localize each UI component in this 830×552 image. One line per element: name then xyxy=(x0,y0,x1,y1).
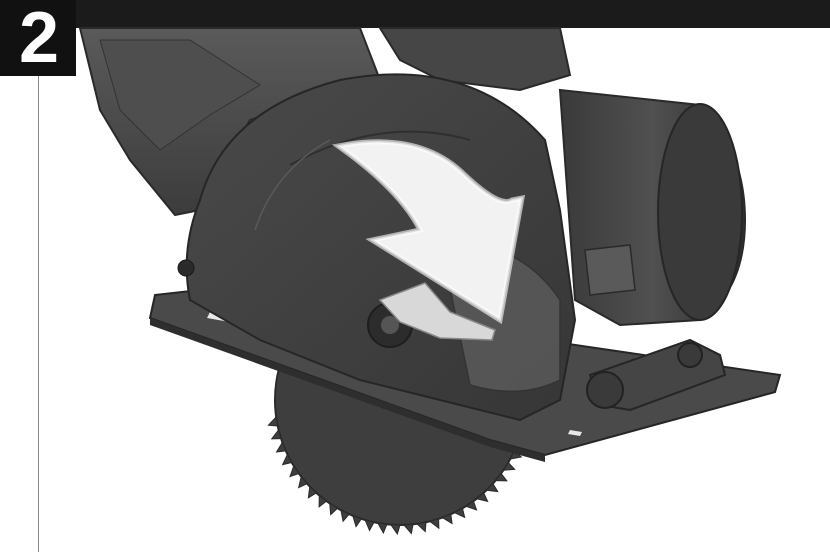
saw-tooth xyxy=(364,519,375,532)
step-number: 2 xyxy=(18,0,59,78)
saw-tooth xyxy=(494,472,508,482)
depth-lever xyxy=(586,338,727,412)
guard-lever xyxy=(378,282,496,341)
saw-tooth xyxy=(464,500,478,511)
header-bar xyxy=(0,0,830,28)
step-number-badge: 2 xyxy=(0,0,76,76)
saw-tooth xyxy=(485,482,499,493)
saw-tooth xyxy=(453,507,466,519)
saw-tooth xyxy=(329,502,339,516)
saw-tooth xyxy=(502,461,516,471)
saw-tooth xyxy=(352,514,363,528)
saw-tooth xyxy=(289,464,300,478)
margin-rule xyxy=(38,76,39,552)
saw-tooth xyxy=(297,475,308,489)
saw-tooth xyxy=(275,441,287,453)
saw-tooth xyxy=(376,522,388,535)
saw-tooth xyxy=(270,428,282,440)
saw-tooth xyxy=(318,494,328,508)
down-arrow-icon xyxy=(331,139,526,325)
motor-housing xyxy=(558,88,747,327)
saw-tooth xyxy=(402,523,414,535)
saw-tooth xyxy=(475,492,489,503)
saw-tooth xyxy=(441,513,453,525)
saw-tooth xyxy=(281,453,293,466)
saw-tooth xyxy=(307,485,318,499)
saw-tooth xyxy=(267,415,279,427)
saw-tooth xyxy=(340,509,350,523)
saw-tooth xyxy=(415,521,427,533)
saw-tooth xyxy=(428,518,440,530)
saw-tooth xyxy=(389,524,401,536)
